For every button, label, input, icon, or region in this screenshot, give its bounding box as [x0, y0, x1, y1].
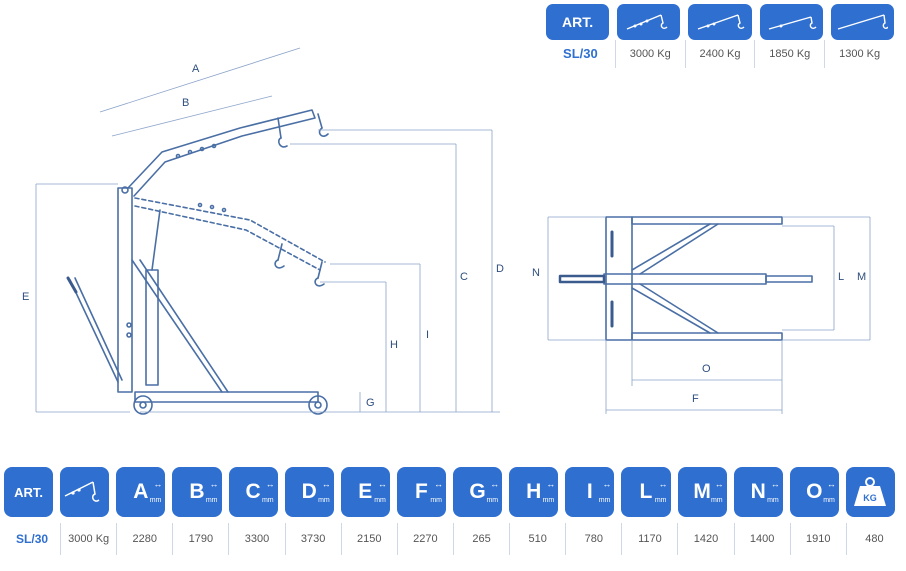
spec-header-e: E↔mm	[340, 467, 390, 517]
capacity-value-1: 3000 Kg	[614, 40, 685, 68]
dim-label-f: F	[692, 393, 699, 405]
spec-header-m: M↔mm	[677, 467, 727, 517]
spec-header-i: I↔mm	[565, 467, 615, 517]
dim-label-o: O	[702, 363, 711, 375]
spec-header-l: L↔mm	[621, 467, 671, 517]
capacity-value-3: 1850 Kg	[754, 40, 824, 68]
spec-header-b: B↔mm	[172, 467, 222, 517]
capacity-value-4: 1300 Kg	[824, 40, 894, 68]
dim-label-n: N	[532, 267, 540, 279]
spec-value-h: 510	[509, 523, 565, 555]
spec-header-a: A↔mm	[116, 467, 166, 517]
spec-table: ART. A↔mm B↔mm C↔mm D↔mm E↔mm F↔mm G↔mm …	[4, 467, 902, 555]
crane-capacity-icon	[60, 467, 110, 517]
spec-header-c: C↔mm	[228, 467, 278, 517]
spec-header-h: H↔mm	[509, 467, 559, 517]
spec-header-g: G↔mm	[453, 467, 503, 517]
spec-weight: 480	[845, 523, 902, 555]
spec-value-d: 3730	[284, 523, 341, 555]
dim-label-e: E	[22, 291, 29, 303]
spec-value-a: 2280	[116, 523, 172, 555]
spec-header-f: F↔mm	[396, 467, 446, 517]
boom-position-1-icon	[617, 4, 681, 40]
dim-label-h: H	[390, 339, 398, 351]
spec-value-g: 265	[452, 523, 509, 555]
weight-icon-text: KG	[864, 493, 878, 503]
dim-label-a: A	[192, 63, 200, 75]
spec-value-f: 2270	[396, 523, 453, 555]
dim-label-g: G	[366, 397, 375, 409]
capacity-header-art: ART.	[546, 4, 610, 40]
side-view	[66, 109, 329, 415]
spec-value-b: 1790	[172, 523, 228, 555]
dim-label-i: I	[426, 329, 429, 341]
spec-value-l: 1170	[621, 523, 677, 555]
spec-capacity: 3000 Kg	[60, 523, 116, 555]
capacity-model: SL/30	[563, 46, 598, 61]
weight-icon: KG	[845, 467, 895, 517]
spec-value-c: 3300	[228, 523, 284, 555]
spec-value-i: 780	[565, 523, 621, 555]
spec-header-art: ART.	[4, 467, 54, 517]
dim-label-c: C	[460, 271, 468, 283]
boom-position-4-icon	[830, 4, 895, 40]
spec-value-n: 1400	[733, 523, 790, 555]
spec-header-d: D↔mm	[284, 467, 334, 517]
dim-label-d: D	[496, 263, 504, 275]
spec-value-e: 2150	[340, 523, 397, 555]
boom-position-3-icon	[759, 4, 823, 40]
spec-value-o: 1910	[789, 523, 846, 555]
spec-header-o: O↔mm	[789, 467, 839, 517]
capacity-value-2: 2400 Kg	[684, 40, 755, 68]
spec-header-n: N↔mm	[733, 467, 783, 517]
top-view	[558, 216, 813, 341]
dim-label-l: L	[838, 271, 844, 283]
crane-diagram: A B C D E F G H I L M N O	[22, 47, 871, 415]
dim-label-m: M	[857, 271, 866, 283]
dim-label-b: B	[182, 97, 189, 109]
spec-model: SL/30	[16, 532, 49, 546]
dimension-lines	[35, 47, 871, 414]
spec-value-m: 1420	[677, 523, 733, 555]
capacity-table: ART. SL/30 3000 Kg 2400 Kg 1850 Kg 1300 …	[546, 4, 895, 68]
boom-position-2-icon	[688, 4, 752, 40]
